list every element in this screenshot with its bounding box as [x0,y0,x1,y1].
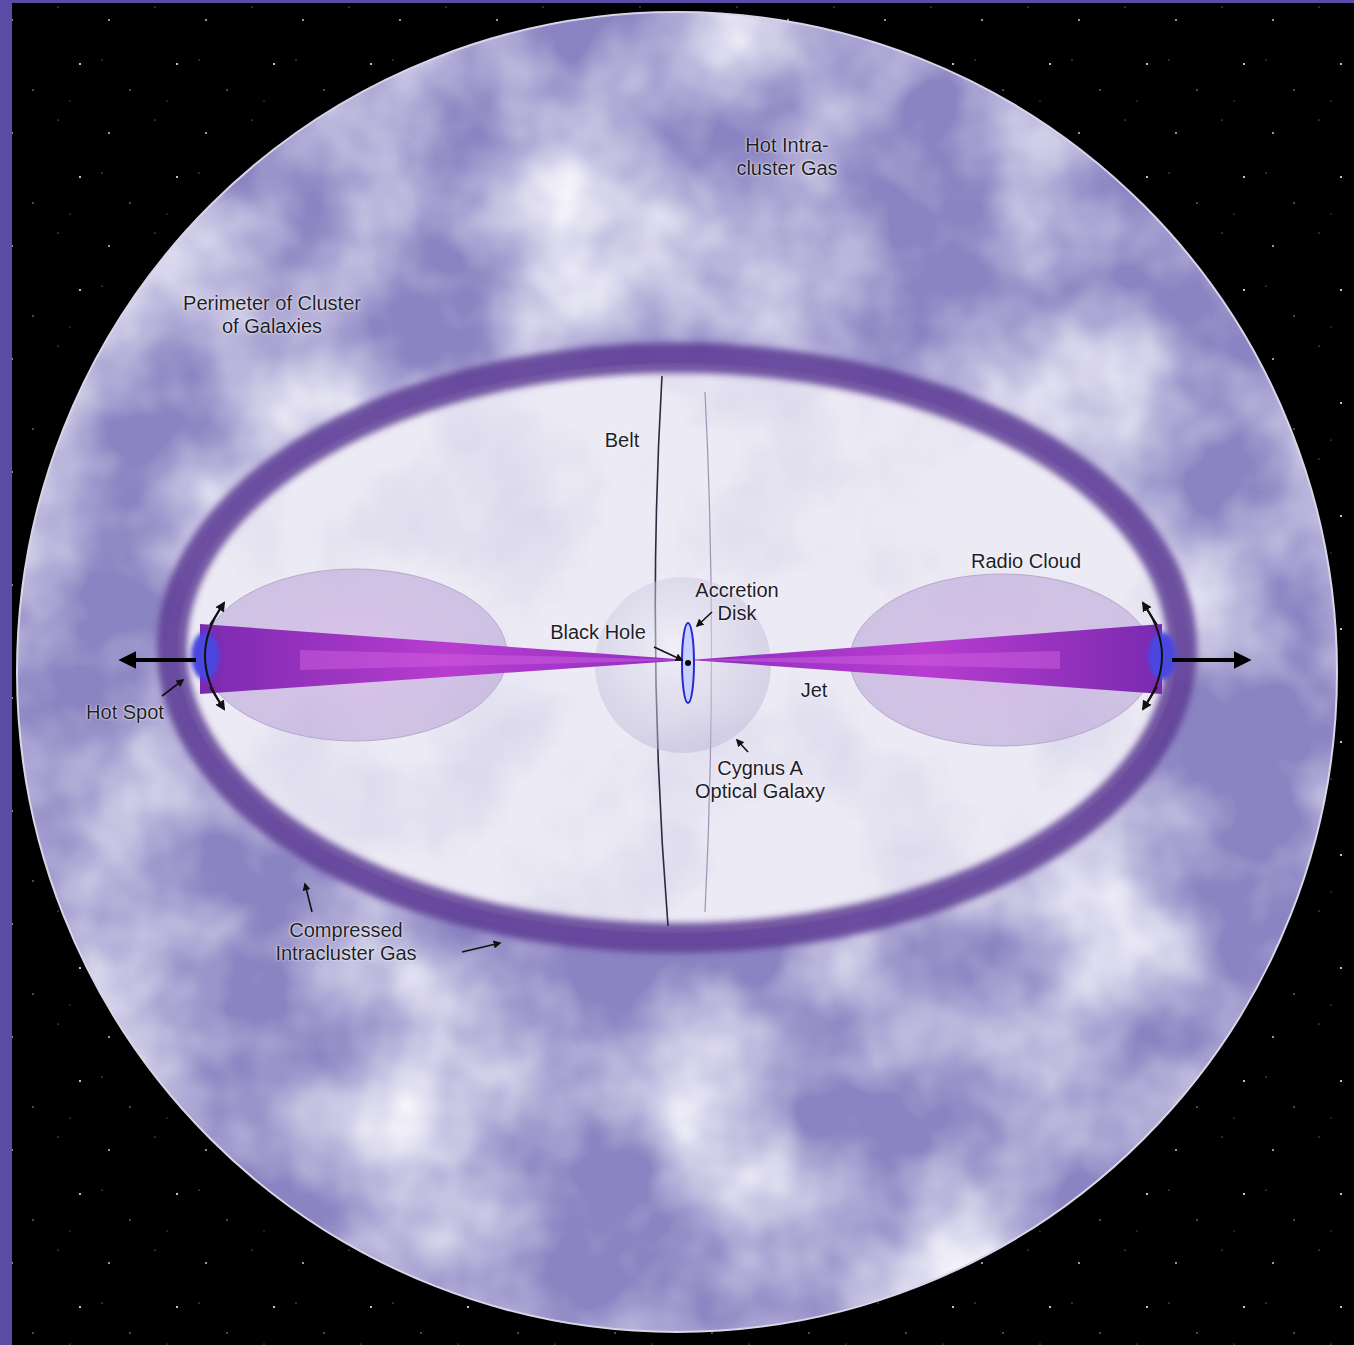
region-label: Compressed Intracluster Gas [254,919,439,965]
jet-core [300,650,690,670]
compressed-gas-ring [172,358,1182,938]
compressed-gas-ring-core [172,358,1182,938]
black-hole [685,660,691,666]
leader-line [462,943,500,952]
leader-line [654,647,682,660]
intracluster-gas-clouds [17,12,1337,1332]
cluster-disc [17,12,1337,1332]
frame-strip [0,0,1354,3]
expansion-arrow [1172,658,1248,662]
cluster-perimeter [17,12,1337,1332]
part-label: Cygnus A Optical Galaxy [685,757,835,803]
accretion-disk [682,623,694,703]
jet-core [690,651,1060,669]
frame-strip [0,0,12,1345]
part-label: Black Hole [550,621,646,644]
part-label: Radio Cloud [971,550,1081,573]
part-label: Jet [801,679,828,702]
part-label: Belt [605,429,639,452]
bow-arrow [210,687,224,709]
leader-line [162,680,183,696]
bow-arrow [1143,687,1157,709]
bow-arrow [1143,603,1157,625]
part-label: Accretion Disk [687,579,787,625]
leader-line [697,612,712,626]
bow-arrow [210,603,224,625]
region-label: Hot Intra- cluster Gas [722,134,852,180]
jet [690,624,1162,694]
part-label: Hot Spot [86,701,164,724]
expansion-arrow [122,658,196,662]
leader-line [737,740,748,752]
region-label: Perimeter of Cluster of Galaxies [178,292,366,338]
leader-line [305,884,312,912]
